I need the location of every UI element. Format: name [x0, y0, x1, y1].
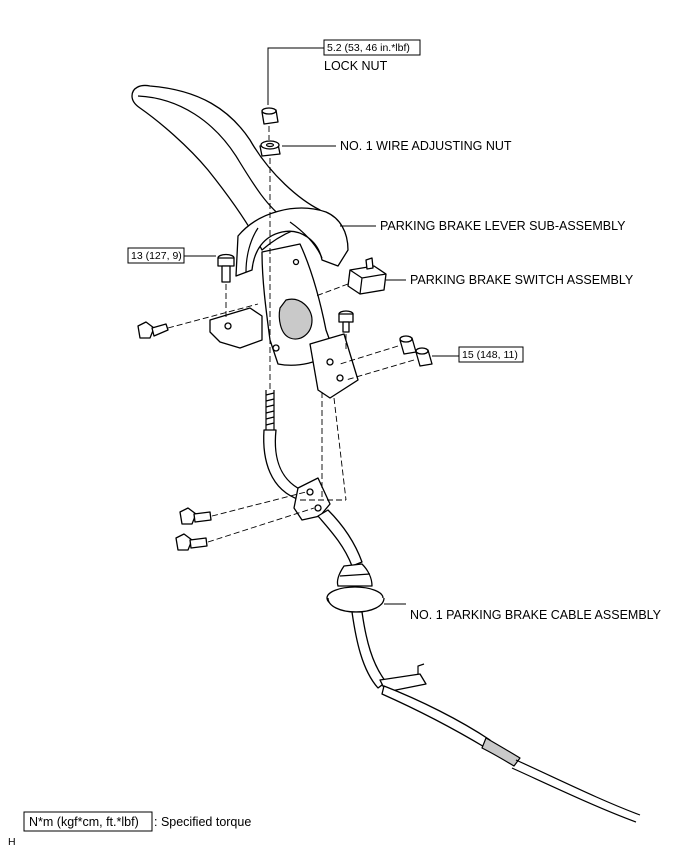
svg-text:5.2 (53, 46 in.*lbf): 5.2 (53, 46 in.*lbf) [327, 42, 410, 54]
legend-unit-box: N*m (kgf*cm, ft.*lbf) [29, 815, 139, 829]
bolt-left-top [217, 253, 235, 318]
svg-text:PARKING BRAKE LEVER SUB-ASSEMB: PARKING BRAKE LEVER SUB-ASSEMBLY [380, 219, 626, 233]
svg-text:15 (148, 11): 15 (148, 11) [462, 349, 518, 361]
bolt-left-side [137, 303, 259, 339]
parking-brake-switch [315, 257, 387, 297]
legend-description: : Specified torque [154, 815, 251, 829]
svg-text:13 (127, 9): 13 (127, 9) [131, 250, 182, 262]
wire-adjusting-nut-callout: NO. 1 WIRE ADJUSTING NUT [282, 139, 512, 153]
corner-mark: H [8, 836, 16, 848]
svg-text:NO. 1 PARKING BRAKE CABLE ASSE: NO. 1 PARKING BRAKE CABLE ASSEMBLY [410, 608, 662, 622]
parking-brake-lever [131, 84, 359, 399]
torque-legend: N*m (kgf*cm, ft.*lbf) : Specified torque [23, 811, 251, 832]
lever-sub-assembly-callout: PARKING BRAKE LEVER SUB-ASSEMBLY [340, 219, 626, 233]
switch-assembly-callout: PARKING BRAKE SWITCH ASSEMBLY [386, 273, 634, 287]
svg-text:PARKING BRAKE SWITCH ASSEMBLY: PARKING BRAKE SWITCH ASSEMBLY [410, 273, 634, 287]
nut-right-torque-box: 15 (148, 11) [432, 346, 524, 363]
parking-brake-cable [263, 390, 641, 823]
bolt-right-small [338, 310, 354, 352]
nut-right-lower [345, 347, 433, 381]
wire-adjusting-nut [259, 140, 281, 157]
svg-text:NO. 1 WIRE ADJUSTING NUT: NO. 1 WIRE ADJUSTING NUT [340, 139, 512, 153]
cable-assembly-callout: NO. 1 PARKING BRAKE CABLE ASSEMBLY [384, 603, 662, 622]
lock-nut-label: LOCK NUT [324, 59, 388, 73]
bolt-bottom-upper [179, 491, 307, 525]
lock-nut [261, 107, 279, 125]
lock-nut-torque-box: 5.2 (53, 46 in.*lbf) [267, 39, 421, 105]
bolt-bottom-lower [175, 507, 315, 551]
bolt-left-torque-box: 13 (127, 9) [127, 247, 216, 264]
